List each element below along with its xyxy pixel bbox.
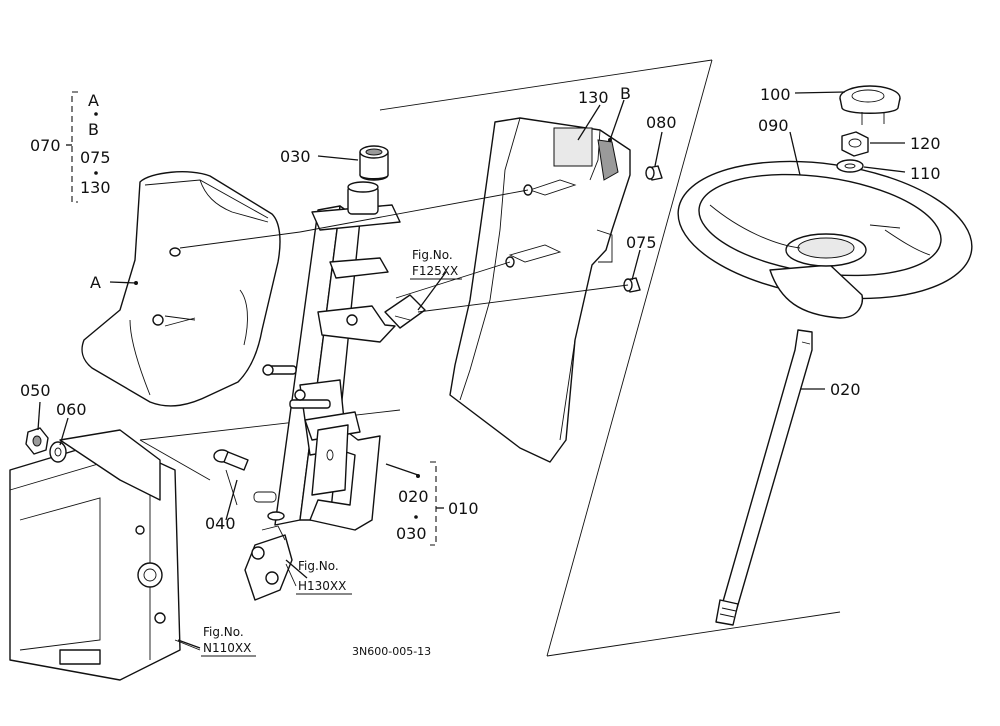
callout-labels: 070 A B 075 130 A 030 130 B 080 075 100 … [20, 84, 941, 543]
callout-010-020: 020 [398, 487, 429, 506]
callout-060: 060 [56, 400, 87, 419]
rear-cover-part [299, 117, 631, 463]
callout-020-right: 020 [830, 380, 861, 399]
cap-100-part [839, 85, 901, 125]
leader-lines [37, 91, 906, 649]
dash-frame-part [9, 429, 201, 681]
group-bracket-010 [414, 461, 444, 546]
svg-text:Fig.No.: Fig.No. [203, 625, 244, 639]
steering-shaft-part [715, 329, 813, 626]
universal-joint-part [244, 511, 297, 601]
bolt-040-part [213, 449, 249, 506]
exploded-frame [139, 59, 841, 657]
callout-050: 050 [20, 381, 51, 400]
fig-ref-n110: Fig.No. N110XX [201, 625, 256, 657]
fig-ref-h130: Fig.No. H130XX [296, 559, 352, 595]
drawing-code: 3N600-005-13 [352, 645, 431, 658]
callout-090: 090 [758, 116, 789, 135]
washer-110-part [836, 159, 864, 173]
bushing-030-part [359, 145, 389, 181]
group-bracket-070 [66, 91, 98, 203]
callout-080: 080 [646, 113, 677, 132]
screw-075-part [417, 277, 641, 313]
callout-100: 100 [760, 85, 791, 104]
callout-070: 070 [30, 136, 61, 155]
fig-ref-f125: Fig.No. F125XX [410, 248, 462, 280]
screw-080-part [645, 165, 663, 181]
callout-130: 130 [578, 88, 609, 107]
svg-text:Fig.No.: Fig.No. [298, 559, 339, 573]
callout-110: 110 [910, 164, 941, 183]
callout-b: B [620, 84, 631, 103]
callout-070-a: A [88, 91, 99, 110]
callout-030-top: 030 [280, 147, 311, 166]
svg-text:H130XX: H130XX [298, 579, 346, 593]
callout-010-030: 030 [396, 524, 427, 543]
svg-text:F125XX: F125XX [412, 264, 458, 278]
svg-text:N110XX: N110XX [203, 641, 251, 655]
nut-050-part [25, 427, 49, 455]
callout-a-side: A [90, 273, 101, 292]
steering-wheel-part [677, 160, 973, 319]
svg-text:Fig.No.: Fig.No. [412, 248, 453, 262]
callout-010: 010 [448, 499, 479, 518]
callout-120: 120 [910, 134, 941, 153]
callout-040: 040 [205, 514, 236, 533]
callout-070-130: 130 [80, 178, 111, 197]
callout-070-075: 075 [80, 148, 111, 167]
cover-a-part [81, 171, 301, 407]
callout-070-b: B [88, 120, 99, 139]
nut-120-part [841, 131, 869, 157]
callout-075: 075 [626, 233, 657, 252]
washer-060-part [49, 441, 67, 463]
column-bracket-part [253, 181, 426, 531]
